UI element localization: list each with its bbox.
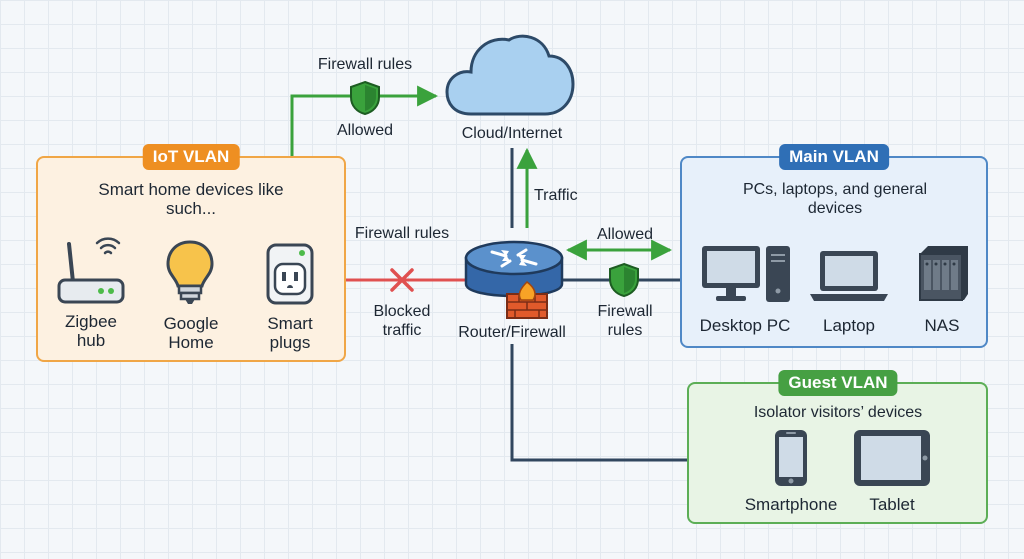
router-icon [464, 240, 564, 298]
main-device-label: Laptop [823, 316, 875, 335]
main-device-label: NAS [924, 316, 960, 335]
guest-vlan-title: Guest VLAN [778, 370, 898, 396]
iot-vlan-title: IoT VLAN [142, 144, 240, 170]
tablet-icon [854, 430, 930, 486]
cloud-label: Cloud/Internet [461, 125, 563, 142]
guest-device-label: Tablet [869, 495, 915, 514]
main-allowed-label: Allowed [596, 226, 654, 243]
router-to-guest-link [510, 344, 687, 462]
iot-to-cloud-link [290, 85, 439, 156]
iot-vlan-description: Smart home devices like such... [98, 180, 284, 218]
traffic-label: Traffic [534, 187, 578, 204]
blocked-traffic-label: Blocked traffic [373, 303, 431, 339]
iot-device-label: Google Home [163, 314, 219, 352]
cloud-icon [445, 34, 575, 116]
main-vlan-description: PCs, laptops, and general devices [742, 181, 928, 217]
shield-icon [609, 262, 639, 298]
smart-plug-icon [266, 243, 314, 305]
laptop-icon [810, 251, 888, 301]
iot-device-label: Smart plugs [267, 314, 313, 352]
zigbee-hub-icon [57, 237, 125, 304]
iot-device-label: Zigbee hub [65, 312, 117, 350]
desktop-pc-icon [702, 246, 790, 302]
guest-device-label: Smartphone [744, 495, 838, 514]
guest-vlan-description: Isolator visitors’ devices [753, 404, 923, 421]
blocked-rules-label: Firewall rules [354, 225, 450, 242]
firewall-icon [506, 281, 548, 319]
shield-icon [350, 80, 380, 116]
iot-cloud-allowed-label: Allowed [336, 122, 394, 139]
blocked-x-icon [390, 268, 414, 292]
smartphone-icon [775, 430, 807, 486]
nas-icon [919, 246, 968, 301]
main-vlan-title: Main VLAN [779, 144, 889, 170]
main-rules-label: Firewall rules [597, 303, 653, 339]
guest-vlan-group [687, 382, 988, 524]
smart-bulb-icon [166, 240, 214, 304]
main-device-label: Desktop PC [699, 316, 791, 335]
router-label: Router/Firewall [458, 324, 566, 341]
iot-cloud-rules-label: Firewall rules [317, 56, 413, 73]
